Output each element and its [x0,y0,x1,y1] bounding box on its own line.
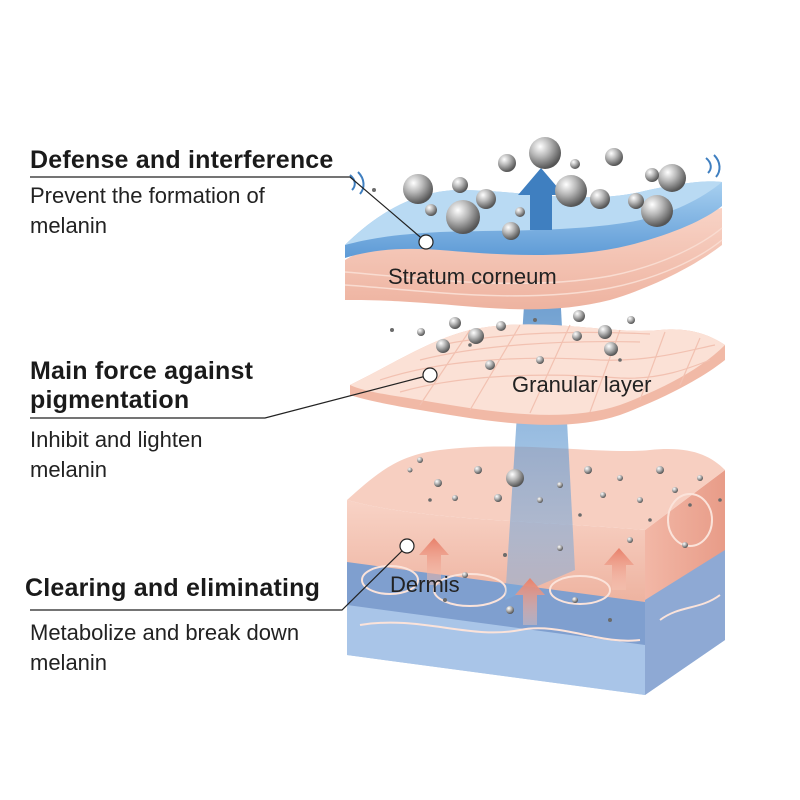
annotation-heading-defense: Defense and interference [30,146,334,175]
layer-label-granular: Granular layer [512,372,651,398]
annotation-heading-clearing: Clearing and eliminating [25,574,320,603]
annotation-desc-defense: Prevent the formation of melanin [30,181,330,241]
annotation-desc-clearing: Metabolize and break down melanin [30,618,300,678]
annotation-desc-main-force: Inhibit and lighten melanin [30,425,260,485]
layer-label-stratum-corneum: Stratum corneum [388,264,557,290]
leader-marker-clearing [400,539,414,553]
leader-marker-main-force [423,368,437,382]
layer-label-dermis: Dermis [390,572,460,598]
leader-marker-defense [419,235,433,249]
annotation-heading-main-force: Main force against pigmentation [30,357,290,415]
